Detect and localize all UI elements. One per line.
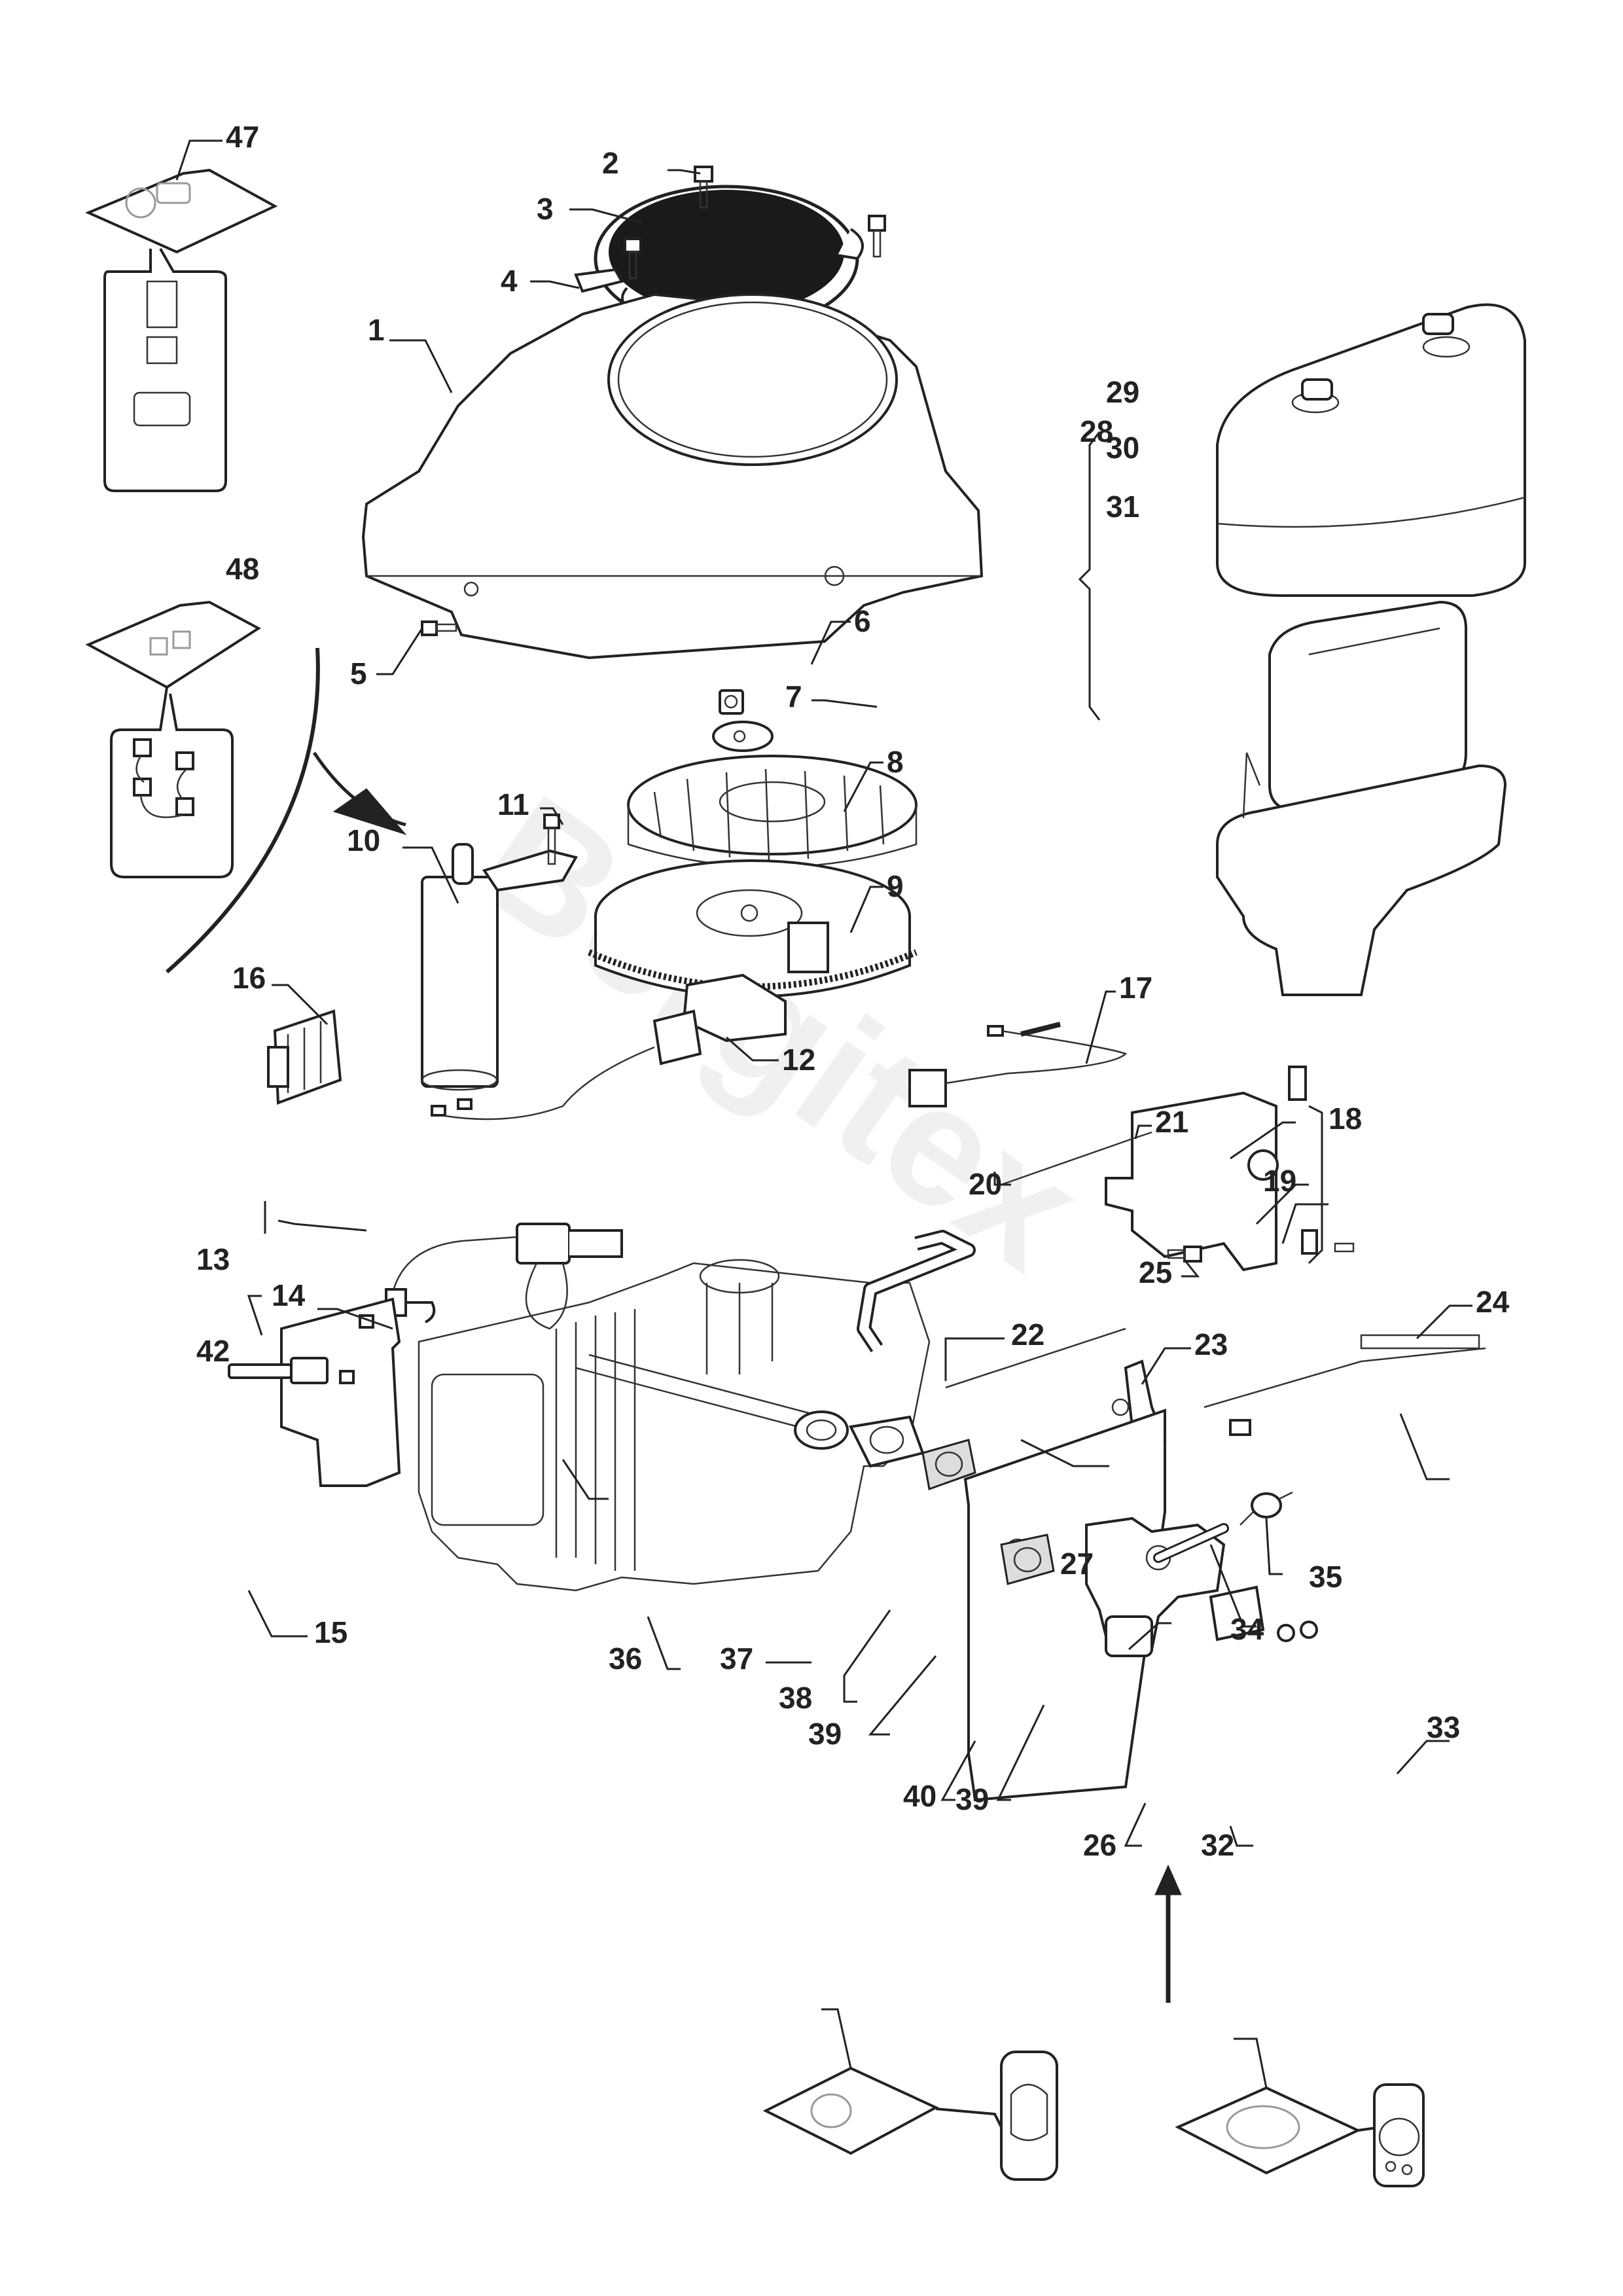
- callout-39[interactable]: 39: [808, 1717, 842, 1751]
- part-air-filter-base[interactable]: [1216, 752, 1507, 996]
- callout-26[interactable]: 26: [1083, 1828, 1116, 1862]
- part-35-fuel-filter[interactable]: [1240, 1491, 1293, 1526]
- callout-30[interactable]: 30: [1106, 431, 1139, 465]
- callout-14[interactable]: 14: [272, 1278, 306, 1312]
- callout-23[interactable]: 23: [1194, 1327, 1228, 1361]
- callout-21[interactable]: 21: [1155, 1105, 1188, 1139]
- part-5-screw[interactable]: [421, 620, 457, 636]
- part-9-flywheel[interactable]: [588, 859, 918, 998]
- callout-42[interactable]: 42: [196, 1334, 230, 1368]
- part-24-rod[interactable]: [1204, 1334, 1486, 1436]
- part-34-fuel-hose[interactable]: [1153, 1523, 1229, 1563]
- callout-27[interactable]: 27: [1060, 1547, 1094, 1581]
- part-16-rectifier[interactable]: [267, 1009, 342, 1105]
- part-15-spark-plug[interactable]: [228, 1357, 329, 1384]
- part-25-bolt[interactable]: [1167, 1246, 1202, 1263]
- callout-12[interactable]: 12: [782, 1043, 815, 1077]
- callout-32[interactable]: 32: [1201, 1828, 1234, 1862]
- part-38-insulator[interactable]: [849, 1415, 925, 1468]
- callout-31[interactable]: 31: [1106, 490, 1139, 524]
- engine-block[interactable]: [418, 1259, 931, 1592]
- part-19-clip[interactable]: [1301, 1229, 1355, 1255]
- part-33-nuts[interactable]: [1277, 1621, 1318, 1642]
- part-45-starter-drive-kit[interactable]: [84, 168, 278, 492]
- part-39b-gasket[interactable]: [1000, 1534, 1055, 1585]
- part-21-rod[interactable]: [1001, 1131, 1152, 1186]
- part-2-screws[interactable]: [624, 166, 886, 279]
- part-7-washer[interactable]: [712, 721, 774, 752]
- part-39-gasket[interactable]: [921, 1439, 976, 1491]
- part-46-brush-kit[interactable]: [85, 600, 261, 878]
- callout-13[interactable]: 13: [196, 1242, 230, 1276]
- callout-22[interactable]: 22: [1011, 1318, 1044, 1352]
- part-36-studs[interactable]: [575, 1354, 812, 1428]
- part-1-blower-housing[interactable]: [361, 293, 984, 660]
- leader-lines: [175, 139, 1472, 2089]
- part-48-gasket-kit[interactable]: [1175, 2083, 1425, 2187]
- callout-19[interactable]: 19: [1263, 1164, 1296, 1198]
- part-30-air-filter-cover[interactable]: [1216, 303, 1526, 597]
- callout-45[interactable]: 47: [226, 120, 259, 154]
- callout-18[interactable]: 18: [1329, 1102, 1362, 1136]
- callout-28[interactable]: 28: [1080, 414, 1113, 448]
- callout-7[interactable]: 7: [785, 679, 802, 713]
- callout-6[interactable]: 6: [854, 604, 871, 638]
- callout-20[interactable]: 20: [969, 1167, 1002, 1201]
- callout-33[interactable]: 33: [1427, 1710, 1460, 1744]
- callout-16[interactable]: 16: [232, 961, 266, 995]
- callout-29[interactable]: 29: [1106, 375, 1139, 409]
- callout-46[interactable]: 48: [226, 552, 259, 586]
- part-42-bracket[interactable]: [280, 1297, 401, 1487]
- callout-34[interactable]: 34: [1230, 1612, 1264, 1646]
- part-18-governor-assembly[interactable]: [1105, 1066, 1307, 1272]
- direction-arrow-up: [1154, 1864, 1182, 2003]
- callout-17[interactable]: 17: [1119, 971, 1152, 1005]
- part-29-knob[interactable]: [1301, 313, 1454, 401]
- callout-37[interactable]: 37: [720, 1641, 753, 1676]
- callout-36[interactable]: 36: [609, 1641, 642, 1676]
- part-12-charging-coil[interactable]: [431, 973, 787, 1121]
- callout-35[interactable]: 35: [1309, 1560, 1342, 1594]
- callout-24[interactable]: 24: [1476, 1285, 1510, 1319]
- part-26-carburetor[interactable]: [1085, 1516, 1226, 1658]
- part-11-bolt[interactable]: [543, 814, 560, 865]
- callout-40[interactable]: 40: [903, 1779, 936, 1813]
- direction-arrow: [166, 647, 407, 974]
- part-13-ignition-coil[interactable]: [391, 1223, 623, 1330]
- callout-2[interactable]: 2: [602, 146, 619, 180]
- callout-39b[interactable]: 39: [955, 1782, 989, 1816]
- callout-1[interactable]: 1: [368, 313, 385, 347]
- callout-25[interactable]: 25: [1139, 1255, 1172, 1289]
- callout-8[interactable]: 8: [887, 745, 904, 779]
- callout-38[interactable]: 38: [779, 1681, 812, 1715]
- part-31-filter-element[interactable]: [1268, 600, 1467, 814]
- part-27-breather-hose[interactable]: [857, 1230, 976, 1353]
- part-4-clip[interactable]: [574, 268, 624, 293]
- part-6-nut[interactable]: [719, 689, 744, 715]
- part-17-wiring-harness[interactable]: [908, 1025, 1128, 1107]
- part-37-gasket[interactable]: [794, 1410, 849, 1450]
- part-22-rod[interactable]: [945, 1327, 1126, 1389]
- part-10-starter-motor[interactable]: [421, 843, 579, 1091]
- callout-9[interactable]: 9: [887, 869, 904, 903]
- callout-11[interactable]: 11: [497, 787, 529, 821]
- part-47-float-kit[interactable]: [762, 2051, 1058, 2181]
- callout-5[interactable]: 5: [350, 656, 367, 691]
- callout-10[interactable]: 10: [347, 823, 380, 857]
- callout-15[interactable]: 15: [314, 1615, 348, 1649]
- callout-3[interactable]: 3: [537, 192, 554, 226]
- part-28-bracket: [1078, 431, 1101, 721]
- callout-labels: 47 2 3 4 1 48 5 6 7 8 9 10 11 16 12 17 2…: [196, 120, 1510, 1862]
- callout-4[interactable]: 4: [501, 264, 518, 298]
- part-20-spring[interactable]: [1020, 1022, 1061, 1037]
